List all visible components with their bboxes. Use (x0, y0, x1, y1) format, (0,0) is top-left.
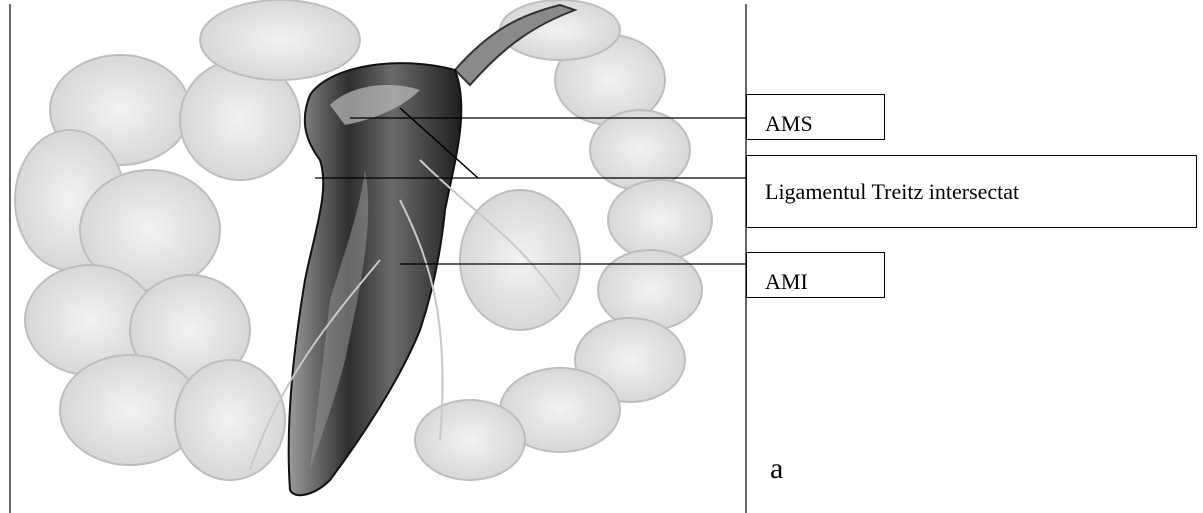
panel-letter: a (770, 452, 783, 486)
label-treitz-text: Ligamentul Treitz intersectat (765, 179, 1019, 205)
label-ami-text: AMI (765, 269, 808, 295)
label-treitz: Ligamentul Treitz intersectat (746, 155, 1197, 228)
label-ams-text: AMS (765, 111, 813, 137)
label-ami: AMI (746, 252, 885, 298)
label-ams: AMS (746, 94, 885, 140)
